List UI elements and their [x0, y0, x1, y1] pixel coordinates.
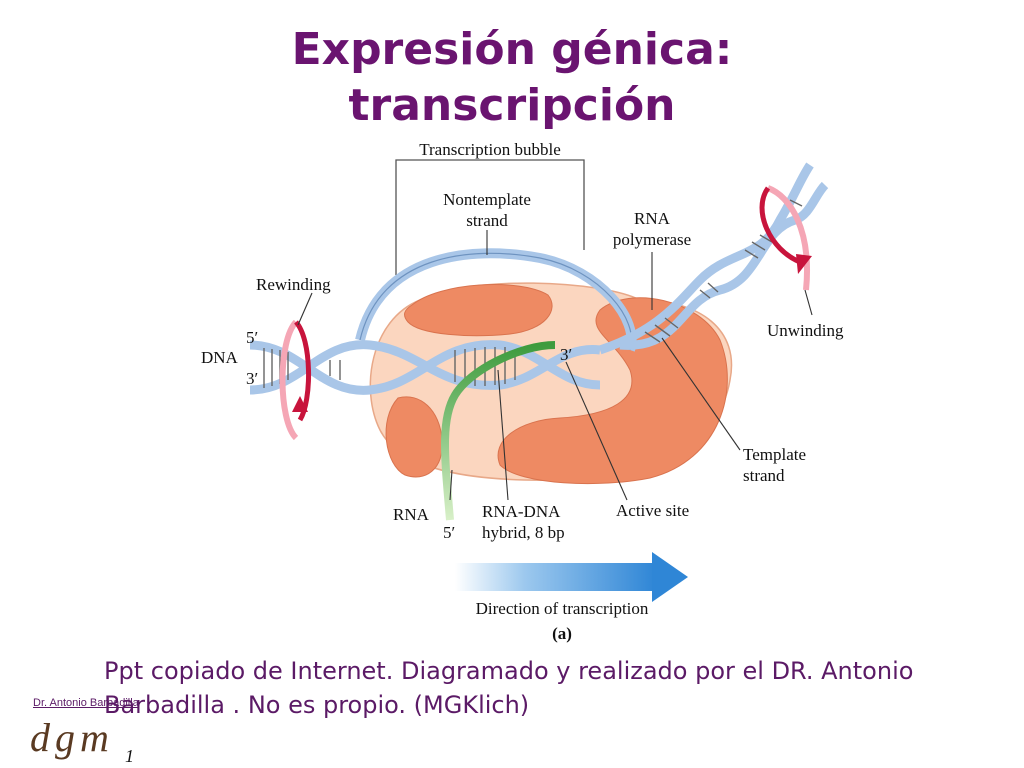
label-direction: Direction of transcription [476, 599, 649, 618]
label-rewinding: Rewinding [256, 275, 331, 294]
unwinding-arrow [759, 185, 812, 291]
label-template-line1: Template [743, 445, 806, 464]
rewinding-arrow [279, 319, 312, 441]
leader-lines [297, 230, 813, 501]
label-hybrid-line1: RNA-DNA [482, 502, 561, 521]
label-nontemplate-line1: Nontemplate [443, 190, 531, 209]
rna-strand [441, 341, 556, 521]
direction-arrow [455, 552, 688, 602]
label-three-prime-dna: 3′ [246, 369, 258, 388]
label-three-prime-rna: 3′ [560, 345, 572, 364]
label-rna-polymerase-line2: polymerase [613, 230, 691, 249]
label-nontemplate-line2: strand [466, 211, 508, 230]
author-credit-link[interactable]: Dr. Antonio Barbadilla [33, 697, 139, 709]
title-line-1: Expresión génica: [291, 24, 733, 75]
label-rna-polymerase-line1: RNA [634, 209, 671, 228]
label-active-site: Active site [616, 501, 689, 520]
label-template-line2: strand [743, 466, 785, 485]
label-rna: RNA [393, 505, 430, 524]
label-panel: (a) [552, 624, 572, 643]
rna-polymerase [369, 282, 733, 485]
title-line-2: transcripción [348, 80, 676, 131]
label-rna-five-prime: 5′ [443, 523, 455, 542]
dgm-logo: dgm [30, 715, 114, 760]
label-transcription-bubble: Transcription bubble [419, 140, 561, 159]
slide-caption: Ppt copiado de Internet. Diagramado y re… [104, 657, 914, 719]
dna-helix-right [598, 162, 829, 355]
label-hybrid-line2: hybrid, 8 bp [482, 523, 565, 542]
page-number: 1 [125, 746, 134, 766]
label-dna: DNA [201, 348, 239, 367]
label-five-prime-dna: 5′ [246, 328, 258, 347]
transcription-bubble-bracket [395, 159, 585, 275]
label-unwinding: Unwinding [767, 321, 844, 340]
